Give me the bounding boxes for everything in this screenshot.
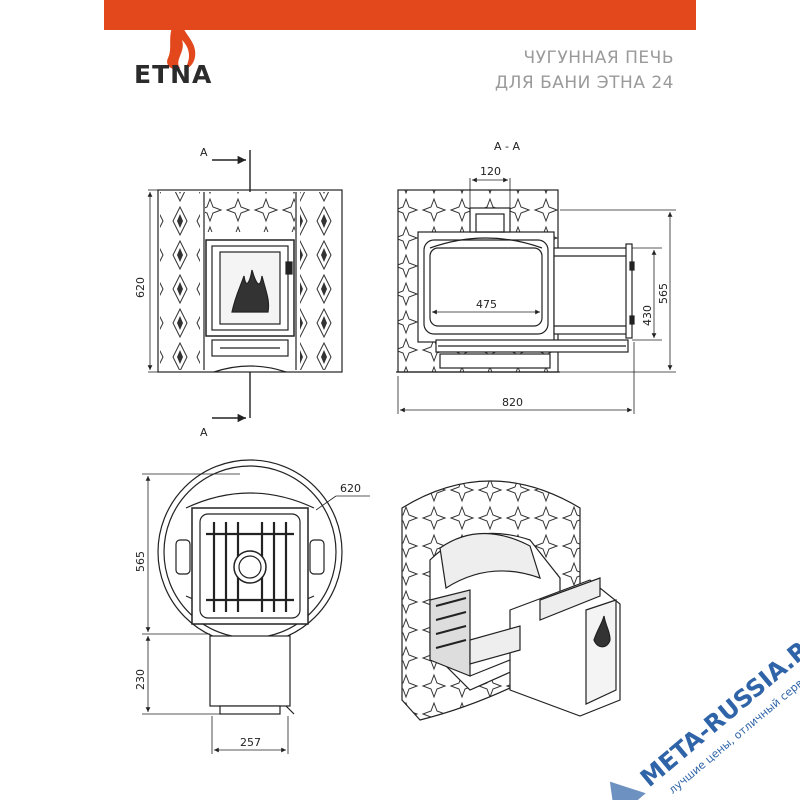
section-label: A - A	[494, 140, 520, 153]
watermark-logo-icon	[609, 781, 646, 800]
section-marker	[212, 150, 251, 423]
dim-line-front-height	[147, 189, 158, 373]
dim-plan-depth: 565	[134, 551, 147, 572]
dim-front-height: 620	[134, 277, 147, 298]
dim-line-plan-diameter	[315, 495, 370, 511]
perspective-view	[401, 480, 621, 721]
dim-plan-tunnel-width: 257	[240, 736, 261, 749]
dim-line-section-length	[397, 342, 635, 414]
section-view	[396, 189, 635, 373]
plan-view	[157, 459, 343, 715]
top-banner	[104, 0, 696, 30]
flame-logo-icon	[167, 14, 196, 70]
watermark: META-RUSSIA.RU лучшие цены, отличный сер…	[609, 623, 800, 800]
dim-plan-tunnel: 230	[134, 669, 147, 690]
dim-section-inner: 475	[476, 298, 497, 311]
dim-line-plan-depth	[142, 473, 240, 715]
brand-name: ETNA	[134, 60, 213, 89]
dim-section-top: 120	[480, 165, 501, 178]
dim-line-plan-tunnel-width	[211, 716, 289, 754]
front-view	[157, 189, 343, 373]
page-title: ЧУГУННАЯ ПЕЧЬ ДЛЯ БАНИ ЭТНА 24	[495, 46, 674, 96]
dim-line-section-top	[469, 177, 511, 208]
dim-plan-diameter: 620	[340, 482, 361, 495]
dim-section-height-1: 430	[641, 305, 654, 326]
title-line-2: ДЛЯ БАНИ ЭТНА 24	[494, 73, 674, 93]
title-line-1: ЧУГУННАЯ ПЕЧЬ	[523, 48, 674, 68]
dim-section-height-2: 565	[657, 283, 670, 304]
dim-line-section-heights	[560, 209, 676, 373]
section-marker-top: A	[200, 146, 208, 159]
section-marker-bottom: A	[200, 426, 208, 439]
dim-section-length: 820	[502, 396, 523, 409]
